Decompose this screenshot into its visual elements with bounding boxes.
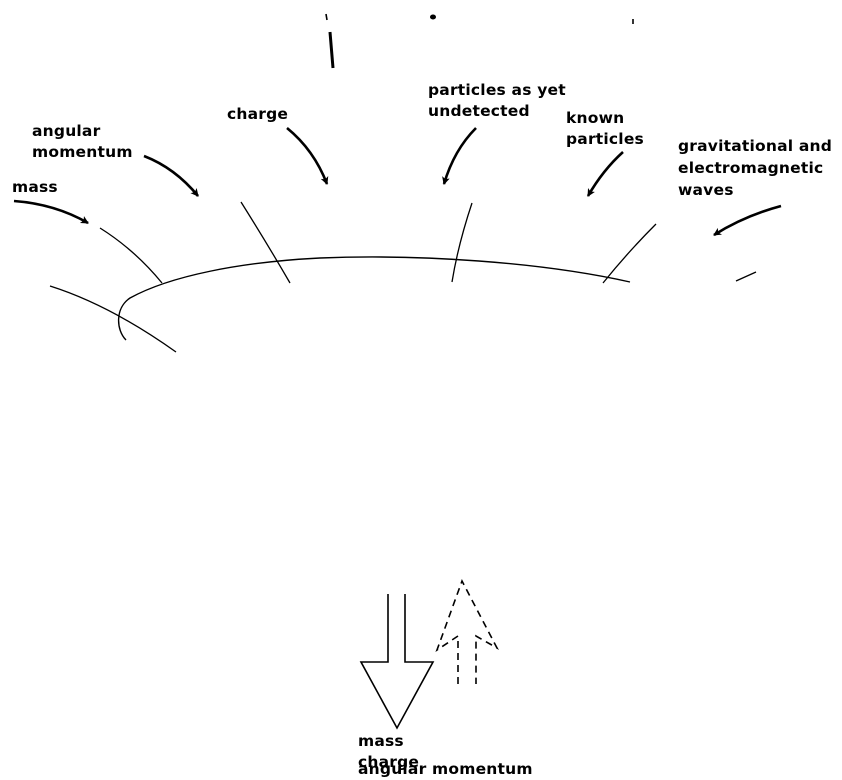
output-label-mass: mass [358,732,404,750]
mass-arrow [13,199,89,225]
waves-label-line3: waves [678,181,734,199]
return-arrow-dashed [435,579,499,684]
output-arrow-solid [359,594,435,730]
particles-undetected-label-line2: undetected [428,102,530,120]
angular-momentum-arrow [143,154,200,197]
known-particles-arrow [586,151,624,197]
particles-undetected-arrow [442,127,477,185]
known-particles-label-line1: known [566,109,625,127]
charge-label: charge [227,105,289,123]
trajectory-lines [49,201,757,353]
particles-undetected-label-line1: particles as yet [428,81,566,99]
known-particles-label-line2: particles [566,130,644,148]
angular-momentum-label-line2: momentum [32,143,133,161]
waves-label-line1: gravitational and [678,137,833,155]
angular-momentum-label-line1: angular [32,122,101,140]
mass-label: mass [12,178,58,196]
charge-arrow [286,126,329,185]
event-horizon-arc [117,256,631,341]
waves-label-line2: electromagnetic [678,159,824,177]
output-label-charge: charge [358,753,420,771]
output-label-angular-momentum: angular momentum [358,760,533,778]
input-arrows [13,126,782,237]
waves-arrow [713,204,782,237]
top-specks [325,13,634,69]
